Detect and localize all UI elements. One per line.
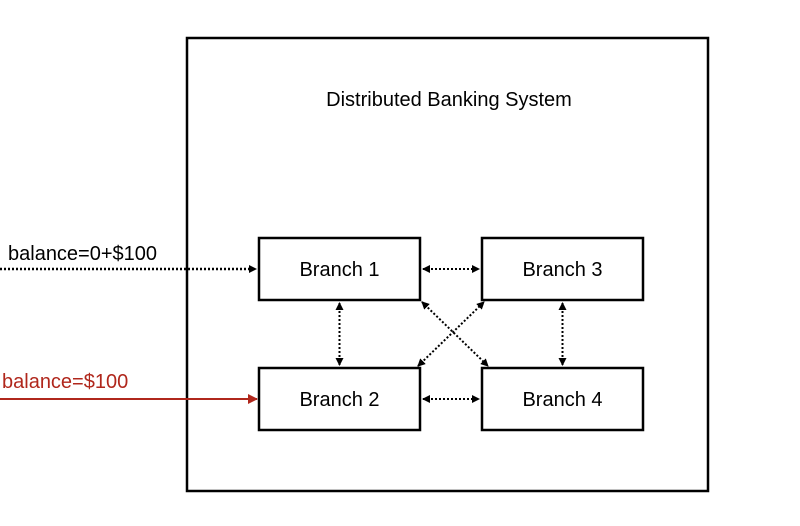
- branch-2: Branch 2: [257, 366, 422, 432]
- branch-3: Branch 3: [480, 236, 645, 302]
- branch-1-label: Branch 1: [299, 259, 379, 281]
- branch-1: Branch 1: [257, 236, 422, 302]
- branch-2-label: Branch 2: [299, 389, 379, 411]
- bottom-input-label: balance=$100: [2, 371, 128, 393]
- branch-4-label: Branch 4: [522, 389, 602, 411]
- branch-3-label: Branch 3: [522, 259, 602, 281]
- system-title: Distributed Banking System: [326, 89, 572, 111]
- top-input-label: balance=0+$100: [8, 243, 157, 265]
- link-branch2-branch3: [417, 301, 485, 367]
- branch-4: Branch 4: [480, 366, 645, 432]
